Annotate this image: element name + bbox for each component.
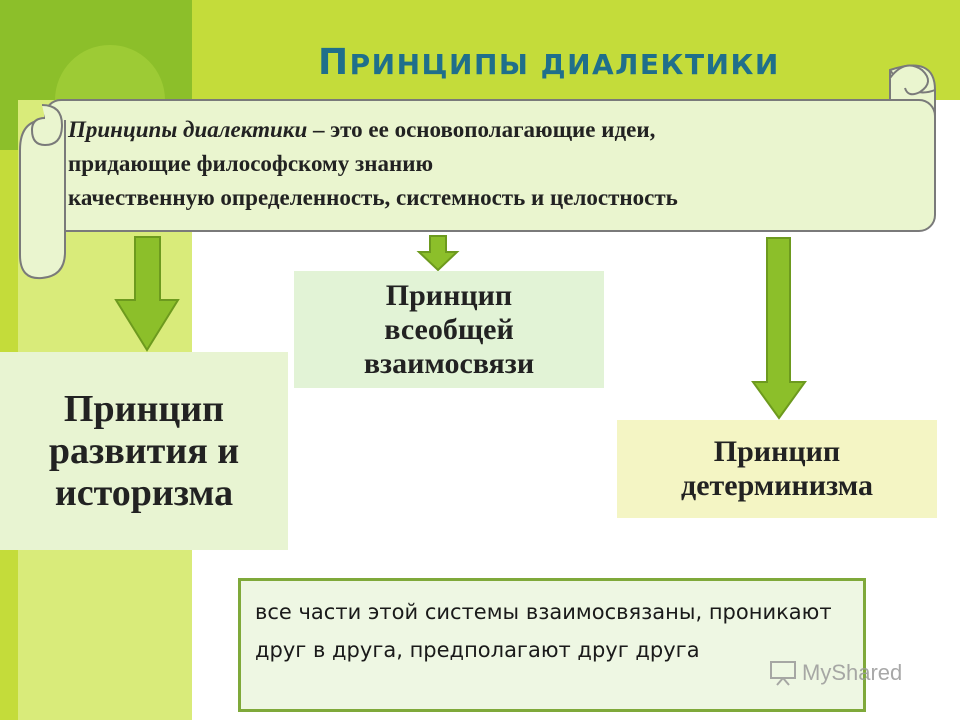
definition-text: Принципы диалектики – это ее основополаг… — [68, 113, 930, 215]
watermark: MyShared — [768, 660, 902, 686]
definition-line-1: Принципы диалектики – это ее основополаг… — [68, 113, 930, 147]
watermark-text: MyShared — [802, 660, 903, 685]
presentation-board-icon — [770, 661, 796, 686]
arrow-to-development — [114, 236, 180, 352]
definition-line-2: придающие философскому знанию — [68, 151, 434, 176]
title-first-letter: П — [318, 42, 350, 83]
arrow-to-determinism — [751, 237, 807, 420]
definition-line-3: качественную определенность, системность… — [68, 185, 678, 210]
background-lime-band — [192, 0, 960, 100]
arrow-to-interconnect — [416, 235, 460, 272]
definition-line1-rest: это ее основополагающие идеи, — [330, 117, 656, 142]
title-rest: ринципы диалектики — [349, 48, 780, 81]
principle-development-box: Принцип развития и историзма — [0, 352, 288, 550]
principle-development-label: Принцип развития и историзма — [48, 388, 240, 514]
principle-determinism-label: Принцип детерминизма — [681, 435, 873, 502]
definition-term: Принципы диалектики — [68, 117, 308, 142]
principle-interconnection-label: Принцип всеобщей взаимосвязи — [363, 278, 535, 380]
definition-scroll — [19, 64, 936, 280]
principle-interconnection-box: Принцип всеобщей взаимосвязи — [294, 271, 604, 388]
page-title: Принципы диалектики — [318, 42, 780, 83]
note-box: все части этой системы взаимосвязаны, пр… — [238, 578, 866, 712]
principle-determinism-box: Принцип детерминизма — [617, 420, 937, 518]
note-text: все части этой системы взаимосвязаны, пр… — [255, 600, 832, 662]
definition-dash: – — [307, 117, 331, 142]
